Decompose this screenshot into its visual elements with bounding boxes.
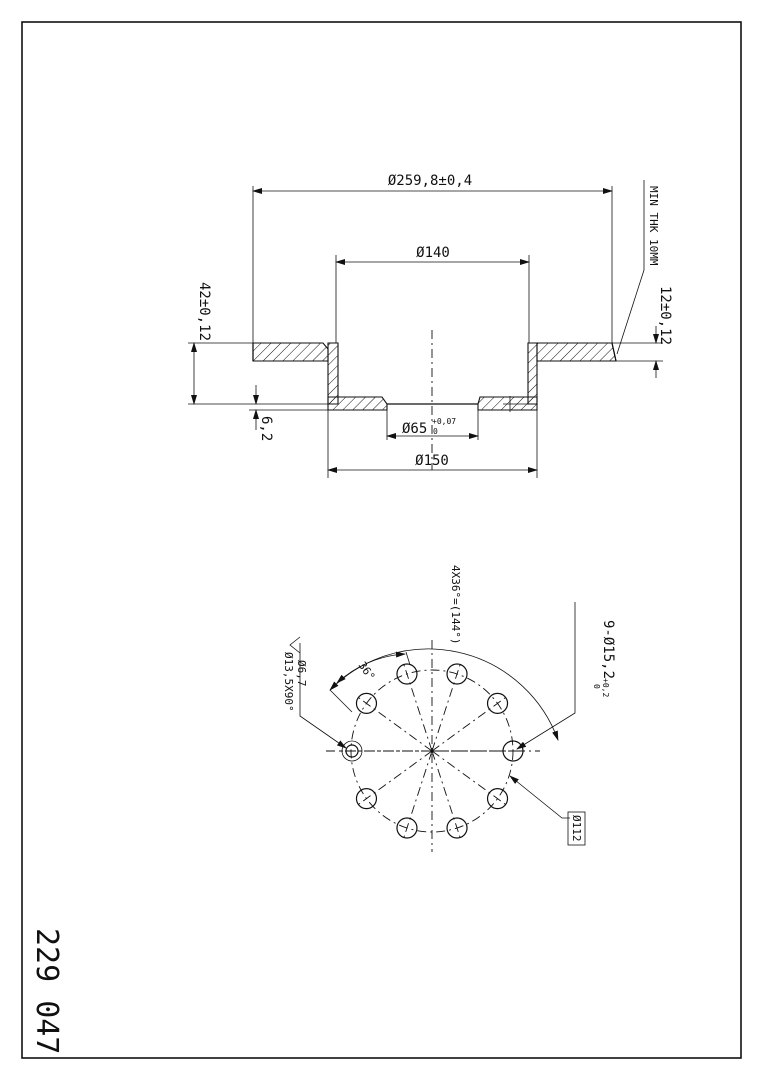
dim-hub-thickness: 6,2 [258,416,274,441]
bolt-hole [486,788,509,810]
dim-center-bore: Ø65 [402,421,427,437]
note-min-thickness: MIN THK 10MM [647,186,660,266]
pcd-box [567,811,586,846]
hub-plate-right [477,396,538,411]
dim-thickness: 12±0,12 [657,286,673,345]
bolt-hole [446,817,468,839]
drawing-frame [21,21,742,1059]
radial-line [402,750,433,842]
section-view: Ø259,8±0,4 Ø140 MIN THK 10MM 42±0,12 12±… [188,173,673,478]
pilot-hole-countersink [341,740,363,762]
radial-line [431,750,510,808]
radial-line [431,750,462,842]
dim-holes: 9-Ø15,2 [600,620,616,679]
part-number: 229 047 [29,928,64,1054]
angle-arc-36 [336,651,406,684]
bolt-hole [502,740,524,762]
radial-line [354,750,433,808]
radial-line [431,694,510,752]
hat-wall-left [327,342,339,405]
pilot-hole [345,744,359,758]
radial-line [402,660,433,752]
dim-angle: 36° [356,659,378,683]
dim-center-bore-tol-lower: 0 [433,427,438,436]
plan-view: 4X36°=(144°) 36° 9-Ø15,2 +0,2 0 Ø6,7 Ø13… [282,565,616,852]
dim-hat-diameter: Ø140 [416,245,450,261]
dim-center-bore-tol: +0,07 [432,417,456,426]
friction-ring-left [252,342,329,362]
dim-countersink: Ø13,5X90° [282,652,295,712]
radial-line [354,694,433,752]
bolt-hole [355,788,378,810]
dim-holes-tol-upper: +0,2 [601,678,610,697]
dim-pcd: Ø112 [570,815,583,842]
dim-hub-diameter: Ø150 [415,453,449,469]
bolt-hole [396,817,418,839]
dim-pilot-hole: Ø6,7 [295,660,308,687]
hat-wall-right [527,342,538,405]
dim-height: 42±0,12 [196,282,212,341]
dim-outer-diameter: Ø259,8±0,4 [388,173,472,189]
dim-angle-pattern: 4X36°=(144°) [449,565,462,644]
hub-plate-left [327,396,388,411]
radial-line [431,660,462,752]
friction-ring-right [536,342,617,362]
dim-holes-tol-lower: 0 [592,684,601,689]
